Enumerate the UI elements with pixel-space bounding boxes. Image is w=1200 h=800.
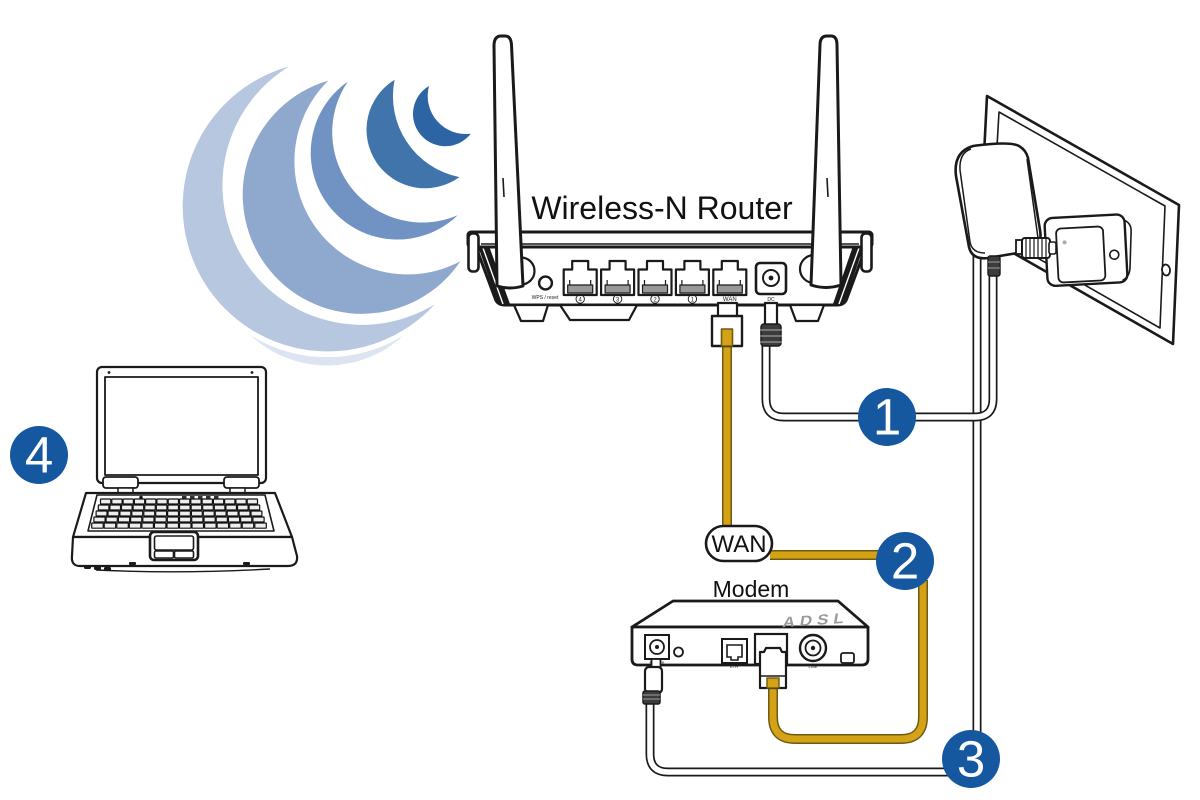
svg-text:4: 4: [579, 297, 583, 303]
svg-text:ETH: ETH: [730, 664, 738, 669]
svg-text:4: 4: [25, 427, 53, 484]
svg-text:3: 3: [957, 731, 985, 788]
svg-text:2: 2: [653, 297, 657, 303]
svg-text:Wireless-N Router: Wireless-N Router: [531, 190, 793, 226]
svg-text:DC: DC: [767, 297, 775, 303]
svg-text:1: 1: [873, 389, 901, 446]
svg-text:ADSL: ADSL: [781, 611, 850, 631]
svg-text:WPS / reset: WPS / reset: [532, 295, 559, 301]
svg-text:2: 2: [891, 533, 919, 590]
svg-text:1: 1: [691, 297, 695, 303]
svg-text:LINE: LINE: [809, 664, 818, 669]
svg-text:3: 3: [616, 297, 620, 303]
svg-text:WAN: WAN: [711, 531, 766, 558]
svg-text:WAN: WAN: [723, 297, 737, 303]
svg-text:Modem: Modem: [713, 576, 790, 602]
